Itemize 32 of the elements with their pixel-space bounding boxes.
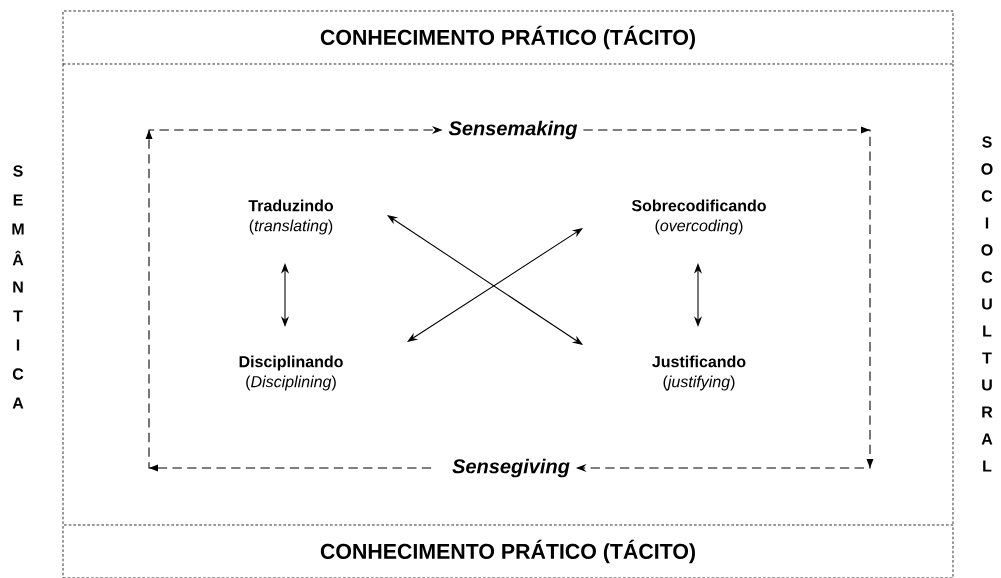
vertical-letter: L	[983, 325, 992, 337]
vertical-letter: U	[982, 379, 992, 391]
concept-label: Sobrecodificando (overcoding)	[631, 199, 766, 235]
vertical-letter: U	[982, 298, 992, 310]
concept-label: Traduzindo (translating)	[248, 199, 334, 235]
concept-label: Disciplinando (Disciplining)	[239, 355, 343, 391]
vertical-letter: I	[985, 217, 989, 229]
vertical-letter: N	[13, 281, 23, 293]
vertical-letter: A	[981, 433, 993, 445]
arrow	[407, 228, 583, 342]
band-box: CONHECIMENTO PRÁTICO (TÁCITO)	[62, 524, 954, 578]
band-box: CONHECIMENTO PRÁTICO (TÁCITO)	[62, 10, 954, 65]
vertical-letter: E	[13, 194, 23, 206]
vertical-letter: C	[12, 368, 24, 380]
vertical-letter: S	[13, 165, 23, 177]
arrow	[387, 215, 583, 345]
vertical-letter: O	[981, 244, 993, 256]
vertical-letter: M	[12, 223, 24, 235]
cycle-label: Sensemaking	[448, 120, 578, 140]
vertical-letter: C	[981, 271, 993, 283]
vertical-letter: R	[982, 406, 993, 418]
vertical-letter: S	[982, 136, 992, 148]
vertical-letter: T	[982, 352, 992, 364]
vertical-letter: Â	[12, 250, 24, 266]
vertical-letter: T	[13, 310, 23, 322]
vertical-letter: L	[983, 460, 992, 472]
vertical-letter: I	[16, 339, 20, 351]
vertical-letter: C	[981, 190, 993, 202]
concept-label: Justificando (justifying)	[652, 355, 746, 391]
cycle-label: Sensegiving	[452, 458, 570, 478]
vertical-letter: O	[981, 163, 993, 175]
vertical-letter: A	[12, 397, 24, 409]
